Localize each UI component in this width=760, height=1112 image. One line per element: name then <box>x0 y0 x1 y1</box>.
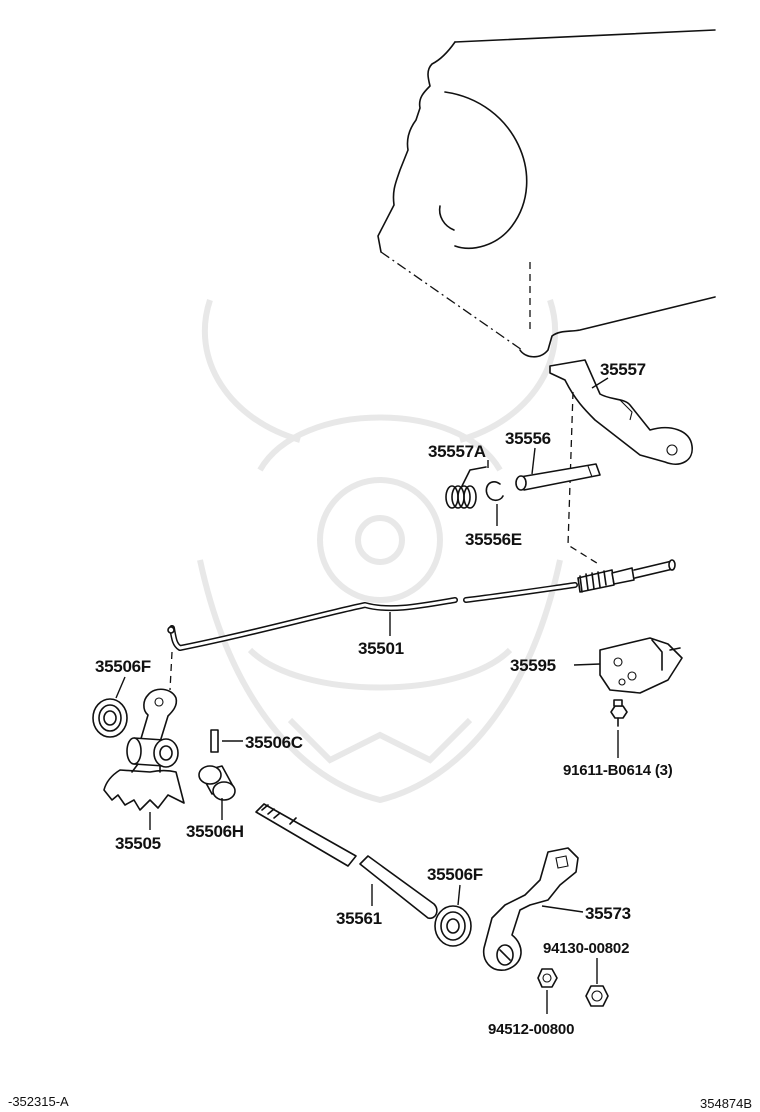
leader-35573 <box>541 905 584 913</box>
callout-35506f-right: 35506F <box>427 865 483 884</box>
nut-94512-00800 <box>537 968 558 988</box>
leader-lines <box>115 377 619 1014</box>
leader-35506f-right <box>457 884 461 906</box>
callout-35573: 35573 <box>585 904 631 923</box>
e-clip-35556e <box>485 480 504 502</box>
leader-35506f-left <box>115 676 126 699</box>
lever-35505 <box>103 688 185 811</box>
footer-code-right: 354874B <box>700 1096 752 1111</box>
pin-35506c <box>210 729 219 753</box>
pin-35556 <box>515 463 601 491</box>
callout-35556e: 35556E <box>465 530 522 549</box>
oil-seal-35506f-left <box>92 698 128 738</box>
spring-35557a <box>445 466 487 509</box>
cable-35501 <box>167 559 676 651</box>
bolt-91611-b0614 <box>610 699 628 727</box>
shaft-35561 <box>255 803 438 920</box>
transmission-housing <box>377 29 716 358</box>
callout-35505: 35505 <box>115 834 161 853</box>
nut-94130-00802 <box>585 985 609 1007</box>
callout-35556: 35556 <box>505 429 551 448</box>
callout-94130-00802: 94130-00802 <box>543 940 629 957</box>
callout-35595: 35595 <box>510 656 556 675</box>
callout-35501: 35501 <box>358 639 404 658</box>
callout-35506f-left: 35506F <box>95 657 151 676</box>
callout-35506c: 35506C <box>245 733 303 752</box>
dashed-guide-lever <box>567 391 601 566</box>
bracket-35595 <box>599 637 683 694</box>
callout-35557: 35557 <box>600 360 646 379</box>
leader-35556 <box>531 447 536 475</box>
oil-seal-35506f-right <box>434 905 472 947</box>
callout-35557a: 35557A <box>428 442 486 461</box>
callout-91611-b0614: 91611-B0614 (3) <box>563 762 673 779</box>
dashed-guide-cable-end <box>169 651 173 691</box>
bushing-35506h <box>198 765 236 801</box>
leader-35557 <box>591 377 609 389</box>
callout-35506h: 35506H <box>186 822 244 841</box>
lever-35573 <box>482 847 579 971</box>
leader-35595 <box>573 663 601 666</box>
watermark-emblem <box>197 299 563 804</box>
footer-code-left: -352315-A <box>8 1094 69 1109</box>
callout-35561: 35561 <box>336 909 382 928</box>
lever-35557 <box>549 359 693 465</box>
callout-94512-00800: 94512-00800 <box>488 1021 574 1038</box>
